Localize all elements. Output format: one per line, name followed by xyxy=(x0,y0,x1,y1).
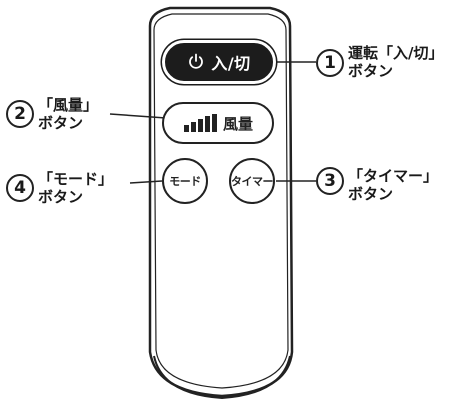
airflow-button[interactable]: 風量 xyxy=(162,102,274,144)
callout-4: 「モード」 ボタン xyxy=(38,170,113,206)
timer-button-label: タイマー xyxy=(231,175,274,188)
timer-button[interactable]: タイマー xyxy=(229,158,275,204)
callout-1-line2: ボタン xyxy=(348,62,394,80)
callout-3-line1: 「タイマー」 xyxy=(348,167,439,185)
leader-line-4 xyxy=(129,180,163,184)
callout-2-line1: 「風量」 xyxy=(38,96,99,114)
signal-bars-icon xyxy=(183,114,217,132)
callout-2-line2: ボタン xyxy=(38,114,84,132)
callout-4-line2: ボタン xyxy=(38,188,84,206)
callout-number-2: 2 xyxy=(6,100,34,128)
airflow-button-label: 風量 xyxy=(222,114,253,133)
power-icon xyxy=(189,53,204,69)
mode-button-label: モード xyxy=(169,175,201,188)
power-button[interactable]: 入/切 xyxy=(162,40,276,84)
callout-3-line2: ボタン xyxy=(348,185,394,203)
callout-1-line1: 運転「入/切」 xyxy=(348,44,444,62)
callout-1: 運転「入/切」 ボタン xyxy=(348,44,443,80)
callout-3: 「タイマー」 ボタン xyxy=(348,167,438,203)
callout-4-line1: 「モード」 xyxy=(38,170,114,188)
callout-2: 「風量」 ボタン xyxy=(38,96,98,132)
mode-button[interactable]: モード xyxy=(162,158,208,204)
power-button-label: 入/切 xyxy=(211,54,251,73)
remote-bevel xyxy=(153,13,289,389)
callout-number-4: 4 xyxy=(6,174,34,202)
leader-line-2 xyxy=(109,113,167,119)
callout-number-1: 1 xyxy=(316,49,344,77)
callout-number-3: 3 xyxy=(316,167,344,195)
